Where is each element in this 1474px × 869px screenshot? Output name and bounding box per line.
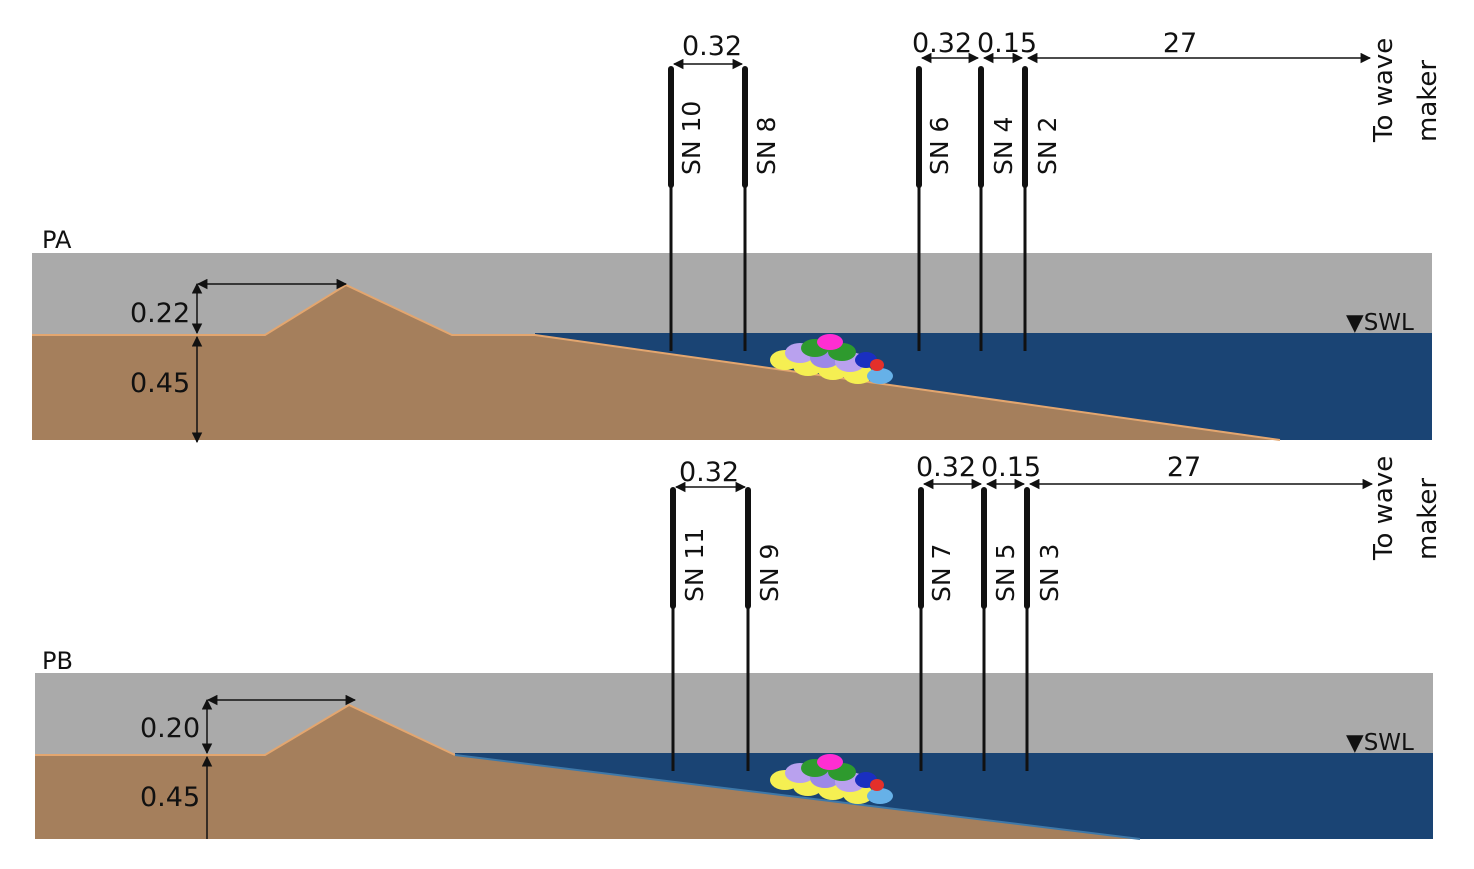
panel-b-gauge-sn-3: SN 3 bbox=[1024, 487, 1064, 771]
panel-b-air-region bbox=[35, 673, 1433, 755]
panel-b-spacing-near-value: 0.15 bbox=[981, 452, 1041, 483]
panel-b-armour-units bbox=[770, 754, 893, 804]
gauge-label: SN 10 bbox=[677, 101, 706, 175]
panel-b-crest-height-value: 0.20 bbox=[140, 713, 200, 744]
panel-b-gauge-sn-11: SN 11 bbox=[670, 487, 709, 771]
panel-b-wave-maker-label-line2: maker bbox=[1413, 478, 1443, 560]
panel-a-armour-units bbox=[770, 334, 893, 384]
panel-a-sediment-bed bbox=[32, 285, 1280, 440]
panel-b-gauge-sn-5: SN 5 bbox=[981, 487, 1020, 771]
panel-b-spacing-far-value: 0.32 bbox=[679, 457, 739, 488]
panel-a-wave-maker-label-line1: To wave bbox=[1369, 38, 1399, 143]
panel-a-base-depth-value: 0.45 bbox=[130, 368, 190, 399]
panel-b-bed-outline bbox=[35, 703, 456, 756]
panel-a-bed-outline bbox=[32, 283, 1281, 441]
panel-b-spacing-mid-value: 0.32 bbox=[916, 452, 976, 483]
panel-b-wave-maker-label-line1: To wave bbox=[1369, 456, 1399, 561]
gauge-label: SN 9 bbox=[755, 544, 784, 602]
panel-b-to-wave-maker-distance: 27 bbox=[1167, 452, 1201, 483]
panel-b-gauge-sn-7: SN 7 bbox=[918, 487, 956, 771]
panel-a-spacing-far-value: 0.32 bbox=[682, 31, 742, 62]
panel-a-spacing-mid-value: 0.32 bbox=[912, 28, 972, 59]
gauge-label: SN 3 bbox=[1035, 544, 1064, 602]
panel-a-air-region bbox=[32, 253, 1432, 335]
panel-a-spacing-near-value: 0.15 bbox=[977, 28, 1037, 59]
panel-b-swl-marker: ▼SWL bbox=[1346, 730, 1414, 756]
gauge-label: SN 4 bbox=[989, 117, 1018, 175]
gauge-label: SN 2 bbox=[1033, 117, 1062, 175]
panel-b-label: PB bbox=[42, 647, 73, 675]
panel-a-gauge-sn-6: SN 6 bbox=[916, 66, 954, 351]
gauge-label: SN 6 bbox=[925, 117, 954, 175]
gauge-label: SN 8 bbox=[752, 117, 781, 175]
panel-a-swl-marker: ▼SWL bbox=[1346, 310, 1414, 336]
panel-a-gauge-sn-2: SN 2 bbox=[1022, 66, 1062, 351]
gauge-label: SN 11 bbox=[680, 528, 709, 602]
panel-a-label: PA bbox=[42, 226, 72, 254]
panel-b-base-depth-value: 0.45 bbox=[140, 782, 200, 813]
panel-b-gauge-sn-9: SN 9 bbox=[745, 487, 784, 771]
panel-a: PA SN 10 S bbox=[32, 28, 1443, 444]
gauge-label: SN 5 bbox=[991, 544, 1020, 602]
panel-a-crest-height-value: 0.22 bbox=[130, 298, 190, 329]
panel-a-gauge-sn-8: SN 8 bbox=[742, 66, 781, 351]
panel-b: PB SN 11 bbox=[35, 452, 1443, 840]
panel-b-bed-slope-line bbox=[454, 754, 1141, 840]
panel-a-wave-maker-label-line2: maker bbox=[1413, 60, 1443, 142]
gauge-label: SN 7 bbox=[927, 544, 956, 602]
panel-a-to-wave-maker-distance: 27 bbox=[1163, 28, 1197, 59]
panel-a-gauge-sn-4: SN 4 bbox=[978, 66, 1018, 351]
panel-a-gauge-sn-10: SN 10 bbox=[668, 66, 706, 351]
